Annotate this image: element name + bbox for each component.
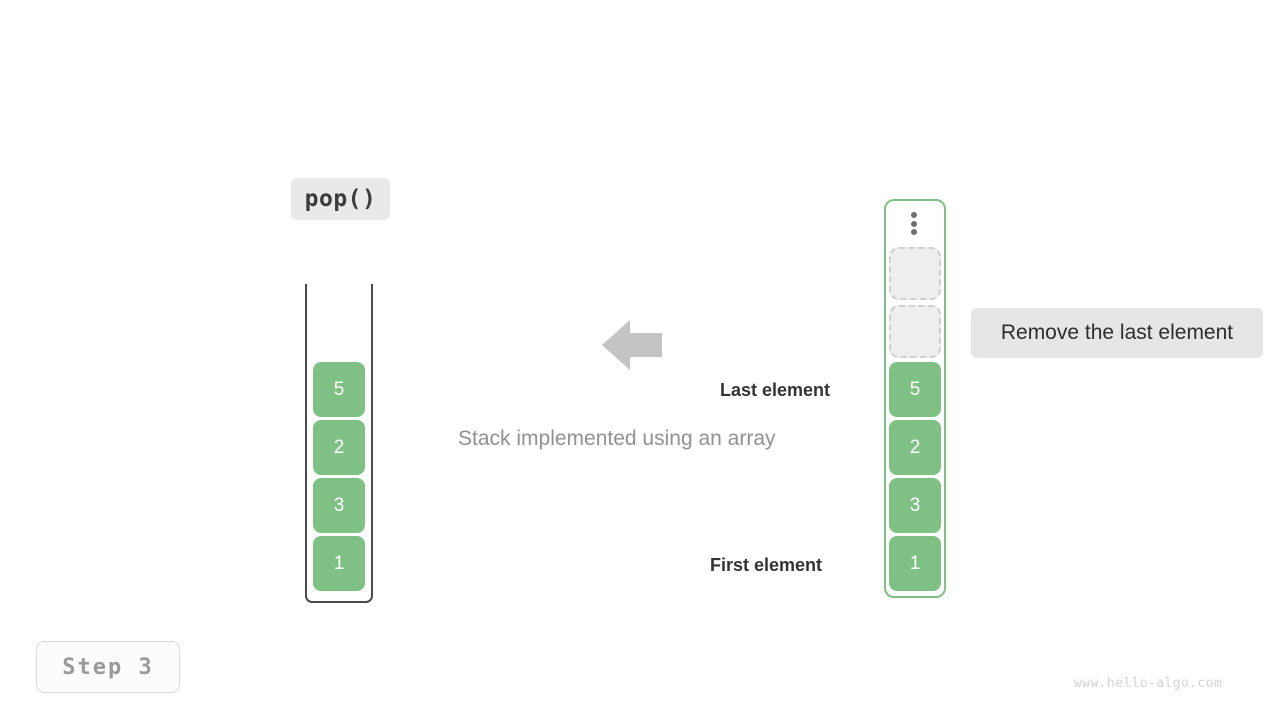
note-remove-last-element: Remove the last element [971, 308, 1263, 358]
left-stack-cell: 5 [313, 362, 365, 417]
left-stack-cell: 2 [313, 420, 365, 475]
empty-slot [889, 305, 941, 358]
annotation-last-element: Last element [720, 380, 831, 400]
vertical-ellipsis-icon [910, 212, 917, 235]
right-stack-cell: 5 [889, 362, 941, 417]
right-stack-cell: 3 [889, 478, 941, 533]
left-stack-cells: 5 2 3 1 [313, 362, 365, 595]
right-stack-empty-slots [889, 247, 941, 358]
operation-label: pop() [291, 178, 390, 220]
right-stack-container [884, 199, 946, 598]
step-badge: Step 3 [36, 641, 180, 693]
right-stack-cell: 1 [889, 536, 941, 591]
right-stack-cells: 5 2 3 1 [889, 362, 941, 591]
arrow-left-icon [602, 318, 662, 372]
annotation-first-element: First element [710, 555, 823, 575]
empty-slot [889, 247, 941, 300]
watermark: www.hello-algo.com [1074, 676, 1223, 691]
right-stack-cell: 2 [889, 420, 941, 475]
left-stack-container [305, 284, 373, 603]
left-stack-cell: 1 [313, 536, 365, 591]
left-stack-cell: 3 [313, 478, 365, 533]
diagram-caption: Stack implemented using an array [458, 427, 776, 450]
